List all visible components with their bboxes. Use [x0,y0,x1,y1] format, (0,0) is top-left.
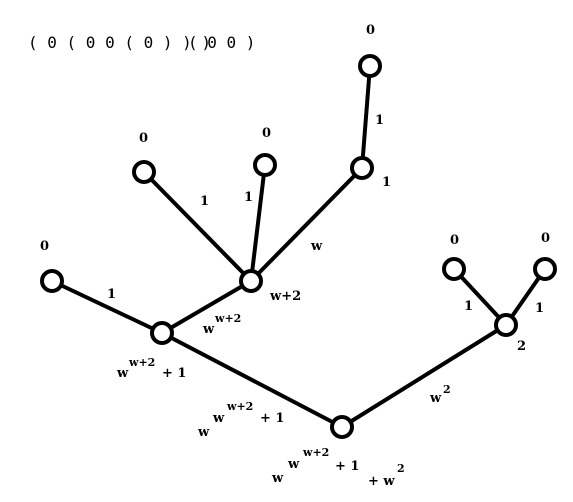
node-b [150,321,174,345]
edge-label-w: w [310,239,323,254]
node-value-c: w+2 [269,289,301,304]
node-leaf2 [253,153,277,177]
edge-label-5: 1 [535,301,544,316]
svg-text:w: w [212,411,225,426]
edge-label-a-root: w 2 [429,383,451,406]
edge-label-b-root: w w w+2 + 1 [197,400,284,440]
svg-text:+ 1: + 1 [260,411,284,426]
svg-text:w: w [287,457,300,472]
node-value-a: 2 [517,339,526,354]
svg-text:w+2: w+2 [226,400,253,413]
svg-text:+ w: + w [368,474,395,489]
node-a [494,313,518,337]
svg-text:+ 1: + 1 [335,459,359,474]
node-leaf1 [132,160,156,184]
svg-text:w+2: w+2 [302,446,329,459]
edge-label-c-b: w w+2 [202,312,241,337]
svg-text:w: w [197,425,210,440]
leaf-label-top: 0 [366,23,375,38]
node-root [330,415,354,439]
svg-text:w+2: w+2 [214,312,241,325]
edge-label-3: 1 [107,287,116,302]
svg-text:w: w [202,322,215,337]
svg-text:w: w [116,366,129,381]
svg-text:2: 2 [443,383,451,396]
svg-text:w: w [271,471,284,486]
svg-text:w+2: w+2 [128,356,155,369]
edge-label-1: 1 [200,194,209,209]
svg-text:w: w [429,391,442,406]
leaf-label-2: 0 [262,126,271,141]
leaf-label-1: 0 [139,131,148,146]
paren-string-left: ( 0 ( 0 0 ( 0 ) ) ) [28,33,211,52]
node-d [350,156,374,180]
svg-text:2: 2 [397,462,405,475]
node-leaf4 [442,257,466,281]
edge-label-4: 1 [464,299,473,314]
edge-leaf4-a [452,267,508,327]
edge-leaf1-c [142,170,253,283]
node-value-root: w w w+2 + 1 + w 2 [271,446,405,489]
svg-text:+ 1: + 1 [162,366,186,381]
leaf-label-5: 0 [541,231,550,246]
paren-string-right: ( 0 0 ) [188,33,255,52]
node-leaf5 [533,257,557,281]
node-value-b: w w+2 + 1 [116,356,186,381]
edge-c-b [160,279,253,335]
leaf-label-4: 0 [450,233,459,248]
edge-b-root [160,331,344,429]
edge-leaf3-b [50,279,164,335]
edge-leaf2-c [249,163,267,283]
node-c [239,269,263,293]
edge-leaf0-b [360,64,372,170]
edge-label-2: 1 [244,190,253,205]
edge-a-root [340,323,508,429]
node-leaf3 [40,269,64,293]
leaf-label-3: 0 [40,239,49,254]
edge-label-top: 1 [375,113,384,128]
edge-d-c [249,166,364,283]
node-leaf-top [358,54,382,78]
node-value-d: 1 [382,175,391,190]
nodes [40,54,557,439]
